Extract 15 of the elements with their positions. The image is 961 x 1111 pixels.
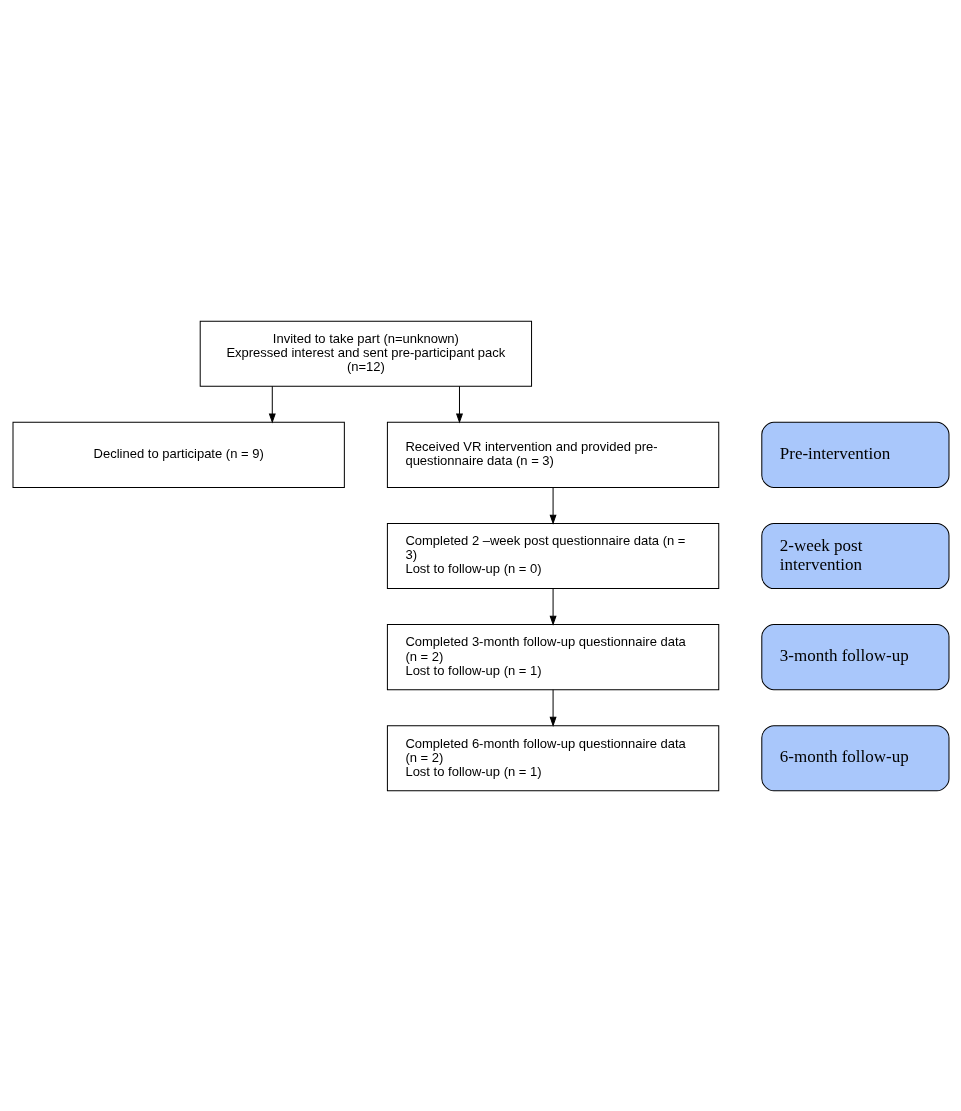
arrow (549, 587, 556, 625)
node-box: Pre-intervention (760, 421, 949, 488)
node-box: 3-month follow-up (760, 623, 949, 690)
node-box: 6-month follow-up (760, 724, 949, 791)
node-box: 2-week post intervention (760, 522, 949, 589)
arrow (549, 688, 556, 726)
node-box: Invited to take part (n=unknown) Expressed interest and sent pre-participant pack (n=12) (199, 320, 532, 387)
arrow (549, 486, 556, 524)
arrow (268, 385, 276, 423)
node-box: Completed 6-month follow-up questionnaire data (n = 2) Lost to follow-up (n = 1) (386, 724, 719, 791)
node-box: Received VR intervention and provided pre-questionnaire data (n = 3) (386, 421, 719, 488)
arrow (455, 385, 463, 423)
node-box: Completed 2 –week post questionnaire data (n = 3) Lost to follow-up (n = 0) (386, 522, 719, 589)
node-box: Completed 3-month follow-up questionnaire data (n = 2) Lost to follow-up (n = 1) (386, 623, 719, 690)
node-box: Declined to participate (n = 9) (12, 421, 345, 488)
